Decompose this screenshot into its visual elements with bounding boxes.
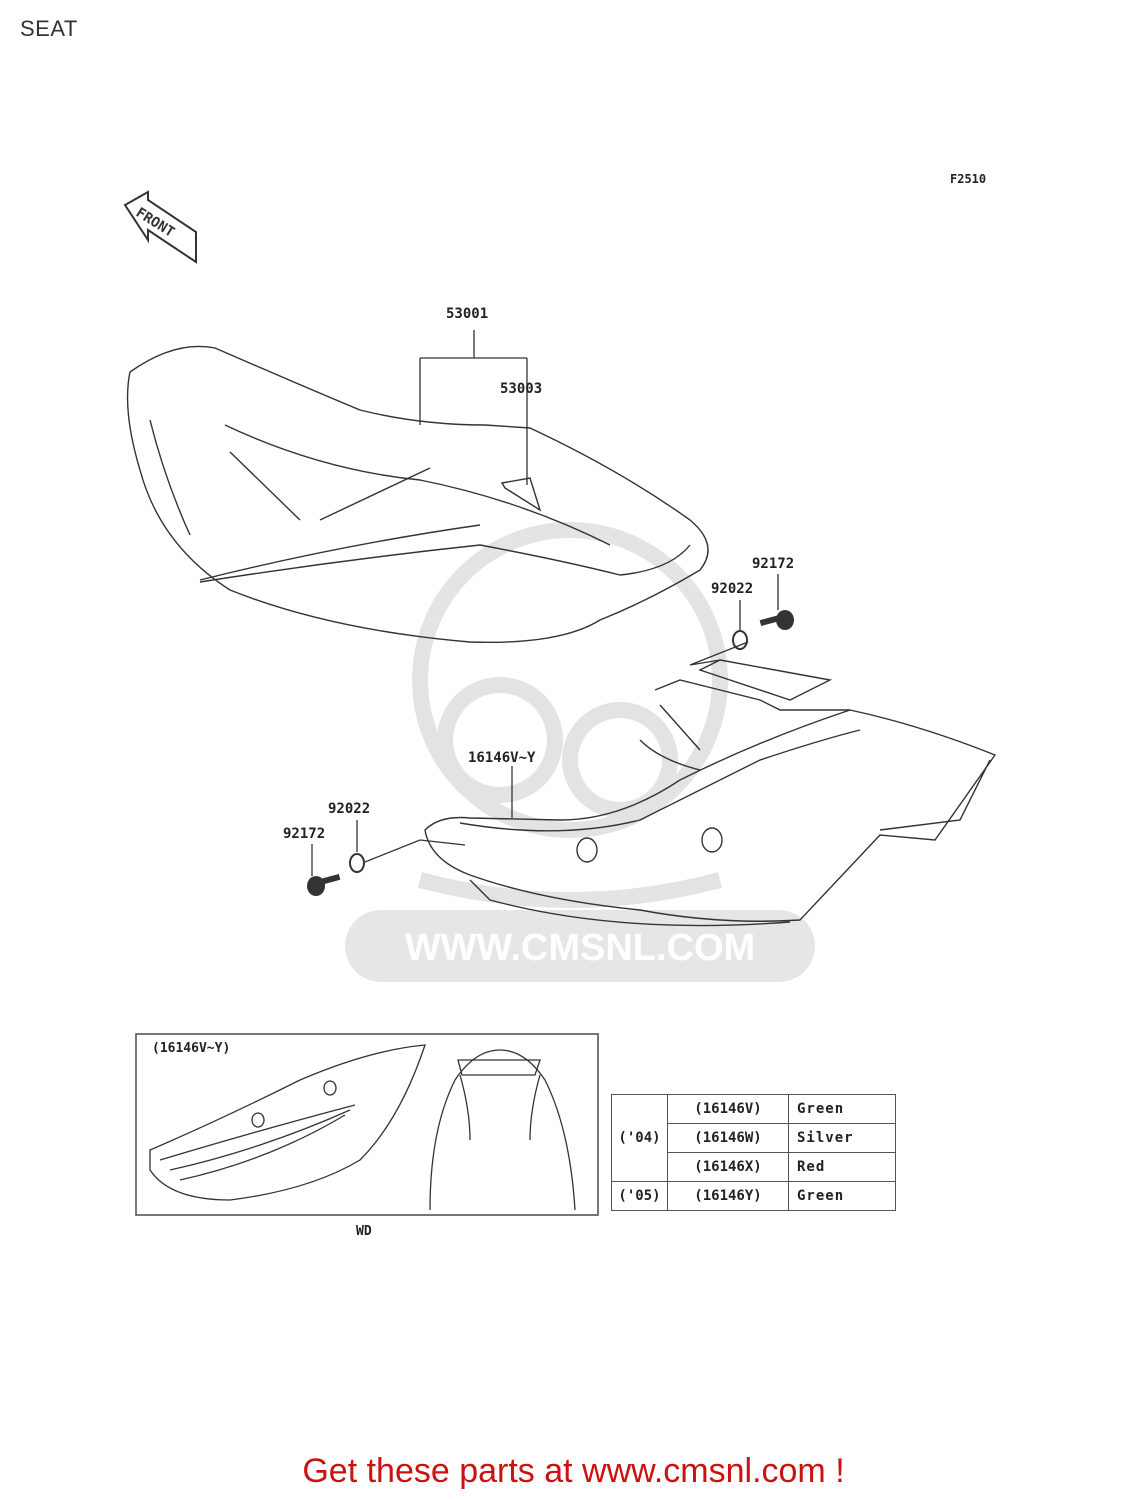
part-cell: (16146Y) xyxy=(667,1181,789,1211)
year-cell: ('04) xyxy=(611,1094,668,1182)
rear-cover-drawing xyxy=(424,659,997,927)
figure-code: F2510 xyxy=(950,172,987,186)
washer-right-icon xyxy=(732,630,748,650)
callout-bolt-right: 92172 xyxy=(752,556,795,572)
callout-washer-right: 92022 xyxy=(711,581,754,597)
front-arrow-icon: FRONT xyxy=(123,190,197,264)
part-cell: (16146V) xyxy=(667,1094,789,1124)
table-row: (16146X) Red xyxy=(612,1152,896,1182)
promo-link[interactable]: Get these parts at www.cmsnl.com ! xyxy=(302,1452,845,1490)
bolt-left-icon xyxy=(307,873,341,896)
callout-seat-assy: 53001 xyxy=(446,306,489,322)
part-cell: (16146W) xyxy=(667,1123,789,1153)
inset-cover-rear xyxy=(429,1049,576,1211)
watermark-banner xyxy=(345,910,815,982)
year-cell: ('05) xyxy=(611,1181,668,1211)
inset-caption: WD xyxy=(356,1224,372,1239)
color-cell: Silver xyxy=(788,1123,896,1153)
seat-drawing xyxy=(126,345,709,644)
part-cell: (16146X) xyxy=(667,1152,789,1182)
callout-seat-cover: 53003 xyxy=(500,381,543,397)
table-row: (16146W) Silver xyxy=(612,1123,896,1153)
inset-box xyxy=(135,1033,599,1216)
inset-cover-side xyxy=(149,1044,426,1201)
color-cell: Green xyxy=(788,1181,896,1211)
bolt-right-icon xyxy=(759,610,794,630)
table-row: ('04) (16146V) Green xyxy=(611,1094,896,1182)
table-row: ('05) (16146Y) Green xyxy=(611,1181,896,1211)
inset-label: (16146V~Y) xyxy=(152,1041,231,1056)
washer-left-icon xyxy=(349,853,365,873)
color-cell: Green xyxy=(788,1094,896,1124)
watermark-text: WWW.CMSNL.COM xyxy=(405,927,755,969)
page-title: SEAT xyxy=(20,16,78,41)
callout-bolt-left: 92172 xyxy=(283,826,326,842)
callout-washer-left: 92022 xyxy=(328,801,371,817)
color-cell: Red xyxy=(788,1152,896,1182)
leader-lines xyxy=(311,330,779,876)
callout-seat-cover-rear: 16146V~Y xyxy=(468,750,536,766)
variants-table: ('04) (16146V) Green (16146W) Silver (16… xyxy=(611,1094,896,1211)
